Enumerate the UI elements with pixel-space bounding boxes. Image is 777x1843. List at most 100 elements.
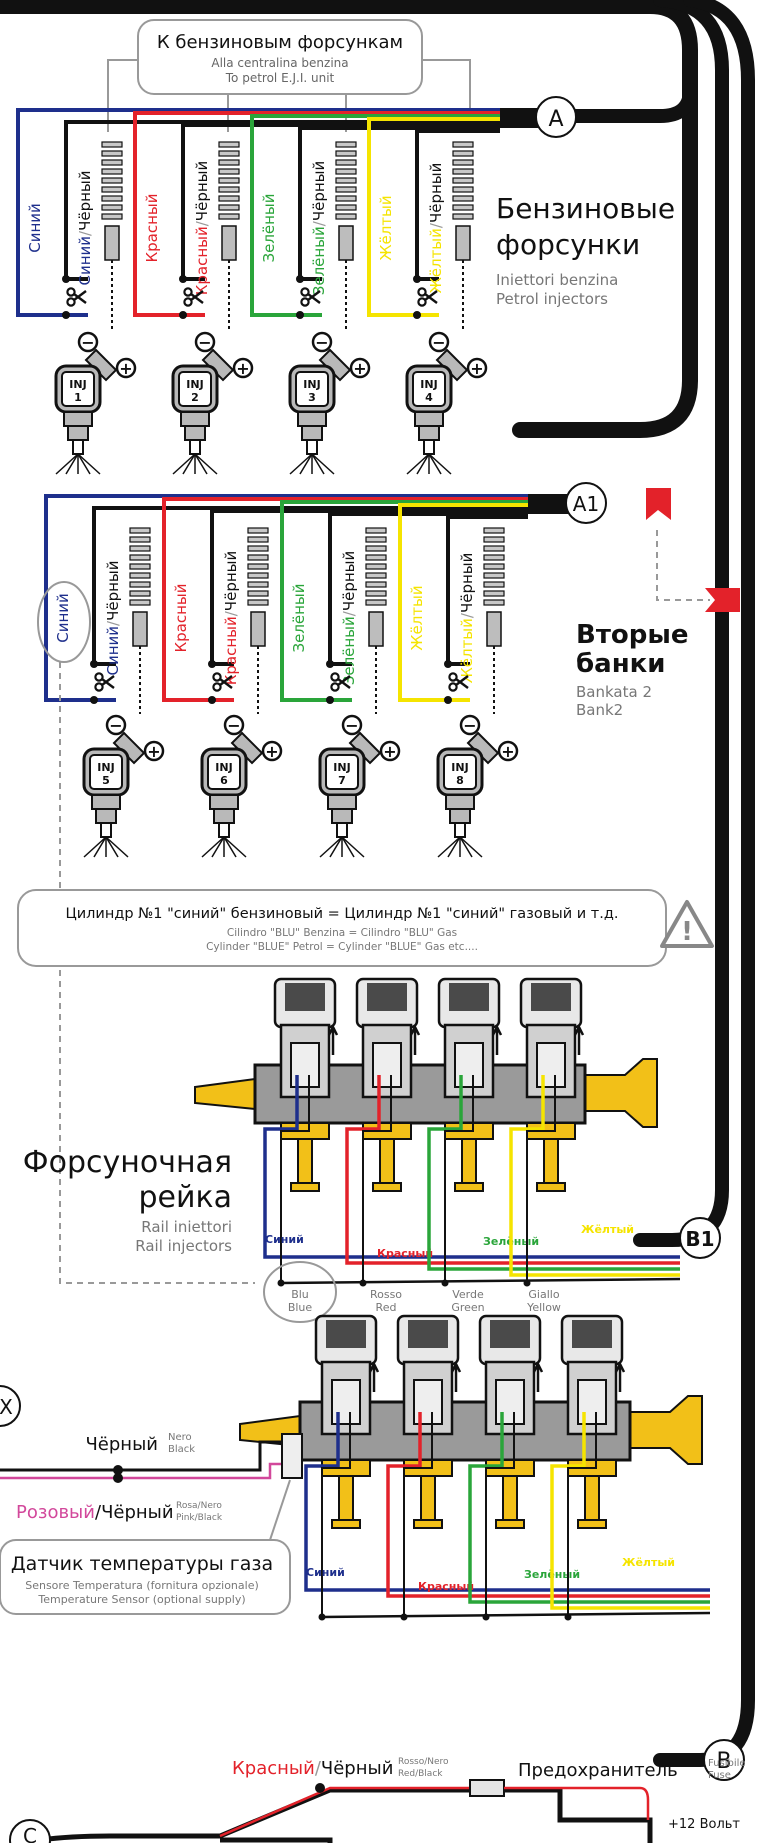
- rail2-gas-injector-4[interactable]: Жёлтый: [550, 1314, 710, 1621]
- spray-line: [194, 453, 208, 475]
- wire-colour: [250, 114, 500, 317]
- label-part-slash: /: [310, 220, 328, 226]
- minus-sign: −: [81, 333, 94, 352]
- rail1-gas-injectors: СинийКрасныйЗелёныйЖёлтыйBluBlueRossoRed…: [194, 977, 681, 1323]
- connector-c[interactable]: C: [9, 1819, 51, 1843]
- plug-rib: [365, 527, 387, 534]
- spray-line: [459, 836, 473, 858]
- plug-connector[interactable]: [335, 141, 357, 261]
- minus-terminal: [459, 714, 481, 736]
- rail2-gas-injector-2[interactable]: Красный: [386, 1314, 710, 1621]
- gas-wire-colour: [468, 1412, 710, 1604]
- plug-rib: [129, 527, 151, 534]
- injector-inj-text: INJ: [69, 378, 86, 391]
- injector-body: [184, 425, 206, 441]
- svg-text:Fuse: Fuse: [708, 1770, 731, 1781]
- brass-nozzle: [338, 1475, 354, 1521]
- connector-b1[interactable]: B1: [679, 1217, 721, 1259]
- plug-rib: [483, 572, 505, 579]
- dashed-link-bank2: [656, 530, 710, 601]
- spray-line: [329, 836, 343, 858]
- bank2-title-line2: банки: [576, 649, 666, 679]
- connector-b[interactable]: B: [703, 1739, 745, 1781]
- spray-line: [459, 836, 483, 858]
- cut-dot: [413, 275, 421, 283]
- plug-connector[interactable]: [218, 141, 240, 261]
- injector-number: 1: [74, 391, 82, 404]
- notice-en: Cylinder "BLUE" Petrol = Cylinder "BLUE"…: [206, 941, 478, 953]
- cut-dot: [326, 696, 334, 704]
- plug-rib: [218, 141, 240, 148]
- plug-rib: [218, 150, 240, 157]
- plug-rib: [452, 204, 474, 211]
- wire-black: [92, 506, 528, 666]
- plug-rib: [101, 195, 123, 202]
- injector-number: 5: [102, 774, 110, 787]
- spray-line: [65, 453, 79, 475]
- plug-rib: [218, 168, 240, 175]
- cut-dot: [179, 311, 187, 319]
- rail1-gas-injector-2[interactable]: Красный: [345, 977, 680, 1287]
- injector-label-plate: [61, 371, 95, 407]
- connector-a1[interactable]: A1: [565, 482, 607, 524]
- minus-sign: −: [315, 333, 328, 352]
- connector-x[interactable]: X: [0, 1385, 21, 1427]
- plug-rib: [452, 177, 474, 184]
- plug-connector[interactable]: [129, 527, 151, 647]
- plug-connector[interactable]: [365, 527, 387, 647]
- injector-socket: [112, 731, 146, 765]
- cut-dot: [62, 311, 70, 319]
- plug-connector[interactable]: [247, 527, 269, 647]
- injector-socket: [201, 348, 235, 382]
- spray-line: [201, 836, 225, 858]
- plug-rib: [335, 195, 357, 202]
- gas-wire-label: Жёлтый: [622, 1556, 675, 1569]
- plus-terminal: [232, 357, 254, 379]
- label-part-colour: Синий: [104, 626, 122, 676]
- brass-nozzle: [584, 1475, 600, 1521]
- plug-rib: [129, 554, 151, 561]
- plug-rib: [365, 545, 387, 552]
- label-part-black: Чёрный: [76, 170, 94, 230]
- rail2-gas-injector-3[interactable]: Зелёный: [468, 1314, 710, 1621]
- colour-black-label: Красный/Чёрный: [193, 161, 211, 296]
- plug-connector[interactable]: [452, 141, 474, 261]
- connector-b-label: B: [716, 1749, 731, 1774]
- plug-rib: [101, 177, 123, 184]
- legend-it: Rosso: [370, 1288, 402, 1301]
- plug-body: [455, 225, 471, 261]
- connector-a[interactable]: A: [535, 96, 577, 138]
- plug-connector[interactable]: [101, 141, 123, 261]
- plus-terminal: [466, 357, 488, 379]
- plus-sign: +: [501, 742, 514, 761]
- legend-en: Red: [376, 1301, 397, 1314]
- nozzle-tip: [536, 1182, 566, 1192]
- rail2-gas-injector-1[interactable]: Синий: [304, 1314, 710, 1621]
- power-section: [39, 1779, 653, 1843]
- plug-rib: [365, 590, 387, 597]
- injector-socket: [435, 348, 469, 382]
- coil-socket: [413, 1379, 443, 1425]
- plug-connector[interactable]: [483, 527, 505, 647]
- cut-dot: [326, 660, 334, 668]
- plug-rib: [218, 159, 240, 166]
- injector-body: [297, 411, 327, 427]
- injector-socket: [230, 731, 264, 765]
- coil-socket: [372, 1042, 402, 1088]
- gas-wire-colour: [345, 1075, 680, 1265]
- rail1-gas-injector-1[interactable]: Синий: [263, 977, 680, 1287]
- gas-temp-sensor-box: Датчик температуры газа Sensore Temperat…: [0, 1539, 291, 1615]
- rail2-black-wire: [0, 1440, 300, 1472]
- injector-nozzle: [72, 439, 84, 455]
- temp-sensor: [281, 1433, 303, 1479]
- nozzle-tip: [577, 1519, 607, 1529]
- plus-terminal: [261, 740, 283, 762]
- plus-sign: +: [147, 742, 160, 761]
- bank2-title-line1: Вторые: [576, 620, 689, 650]
- plug-rib: [335, 186, 357, 193]
